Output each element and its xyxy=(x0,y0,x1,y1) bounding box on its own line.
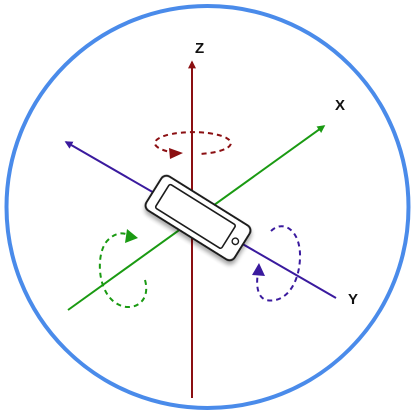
rotation-arrow-z-icon xyxy=(153,131,232,159)
phone-device-icon xyxy=(144,174,252,262)
rotation-arrow-y-icon xyxy=(252,225,302,302)
y-axis-label: Y xyxy=(348,291,358,308)
rotation-arrow-x-icon xyxy=(98,229,148,309)
z-axis-label: Z xyxy=(195,40,204,57)
x-axis-label: X xyxy=(335,97,345,114)
